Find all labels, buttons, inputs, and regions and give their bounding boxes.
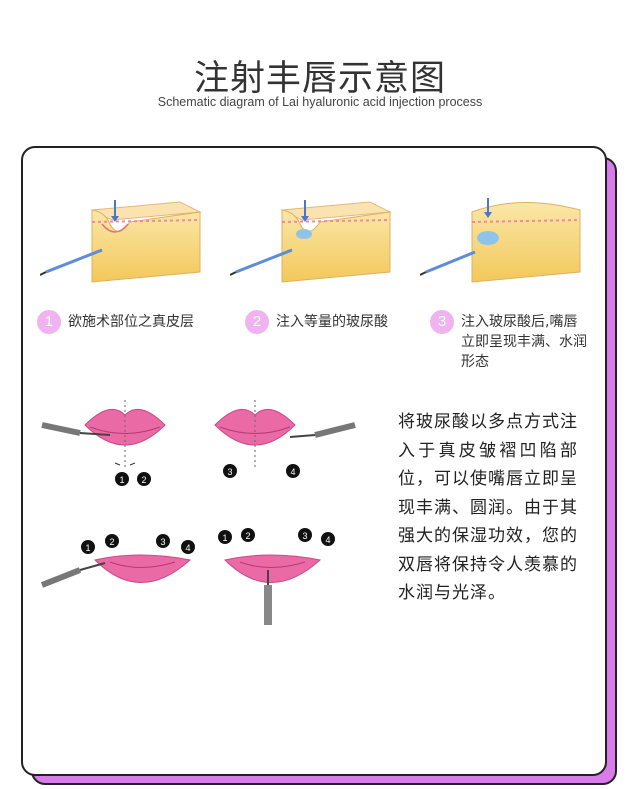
lip-marker: 3 [227, 467, 232, 477]
lip-marker: 2 [141, 475, 146, 485]
lips-diagram-bottom-right: 1 2 3 4 [218, 528, 335, 625]
step-label-1: 欲施术部位之真皮层 [68, 314, 194, 330]
page-title: 注射丰唇示意图 [193, 59, 446, 99]
lips-diagram-top-left: 1 2 [41, 400, 166, 486]
step-label-2: 注入等量的玻尿酸 [276, 314, 388, 330]
lip-marker: 3 [160, 537, 165, 547]
step-number-1: 1 [37, 310, 61, 334]
skin-diagram-step-2 [230, 200, 392, 283]
lip-marker: 1 [119, 475, 124, 485]
lip-marker: 4 [290, 467, 295, 477]
skin-diagram-step-1 [40, 200, 202, 283]
lip-marker: 4 [325, 535, 330, 545]
step-number-2: 2 [245, 310, 269, 334]
lip-marker: 2 [245, 531, 250, 541]
step-label-3: 注入玻尿酸后,嘴唇立即呈现丰满、水润形态 [461, 314, 587, 370]
description-text: 将玻尿酸以多点方式注入于真皮皱褶凹陷部位，可以使嘴唇立即呈现丰满、圆润。由于其强… [398, 412, 578, 603]
lip-marker: 4 [185, 543, 190, 553]
lip-marker: 1 [222, 533, 227, 543]
step-number-3: 3 [430, 310, 454, 334]
lip-marker: 1 [85, 543, 90, 553]
page-subtitle: Schematic diagram of Lai hyaluronic acid… [157, 95, 483, 109]
lips-diagram-top-right: 3 4 [214, 400, 356, 478]
lip-marker: 2 [109, 537, 114, 547]
lip-marker: 3 [302, 531, 307, 541]
lips-diagram-bottom-left: 1 2 3 4 [40, 534, 195, 588]
skin-diagram-step-3 [420, 198, 581, 283]
